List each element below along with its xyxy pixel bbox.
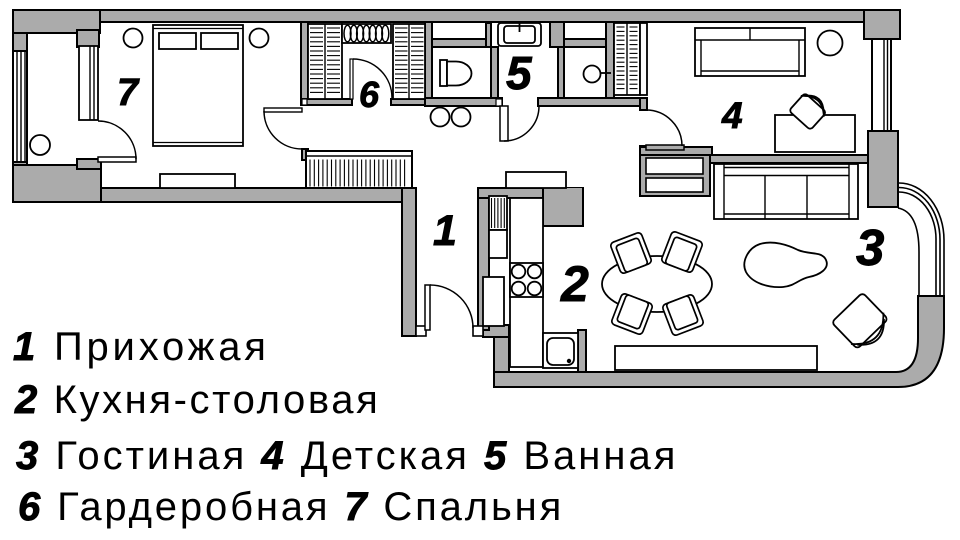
svg-text:1 Прихожая: 1 Прихожая — [13, 325, 270, 369]
svg-text:2 Кухня-столовая: 2 Кухня-столовая — [14, 378, 380, 422]
svg-text:6: 6 — [359, 74, 380, 115]
svg-text:4: 4 — [721, 95, 743, 136]
svg-text:3: 3 — [856, 219, 884, 276]
svg-text:2: 2 — [560, 256, 589, 312]
svg-text:1: 1 — [433, 207, 457, 255]
svg-text:7: 7 — [117, 72, 140, 114]
svg-text:3 Гостиная 4 Детская 5 Ванна: 3 Гостиная 4 Детская 5 Ванная — [16, 434, 678, 478]
svg-text:6 Гардеробная 7 Спальня: 6 Гардеробная 7 Спальня — [18, 485, 564, 529]
svg-text:5: 5 — [506, 47, 533, 99]
